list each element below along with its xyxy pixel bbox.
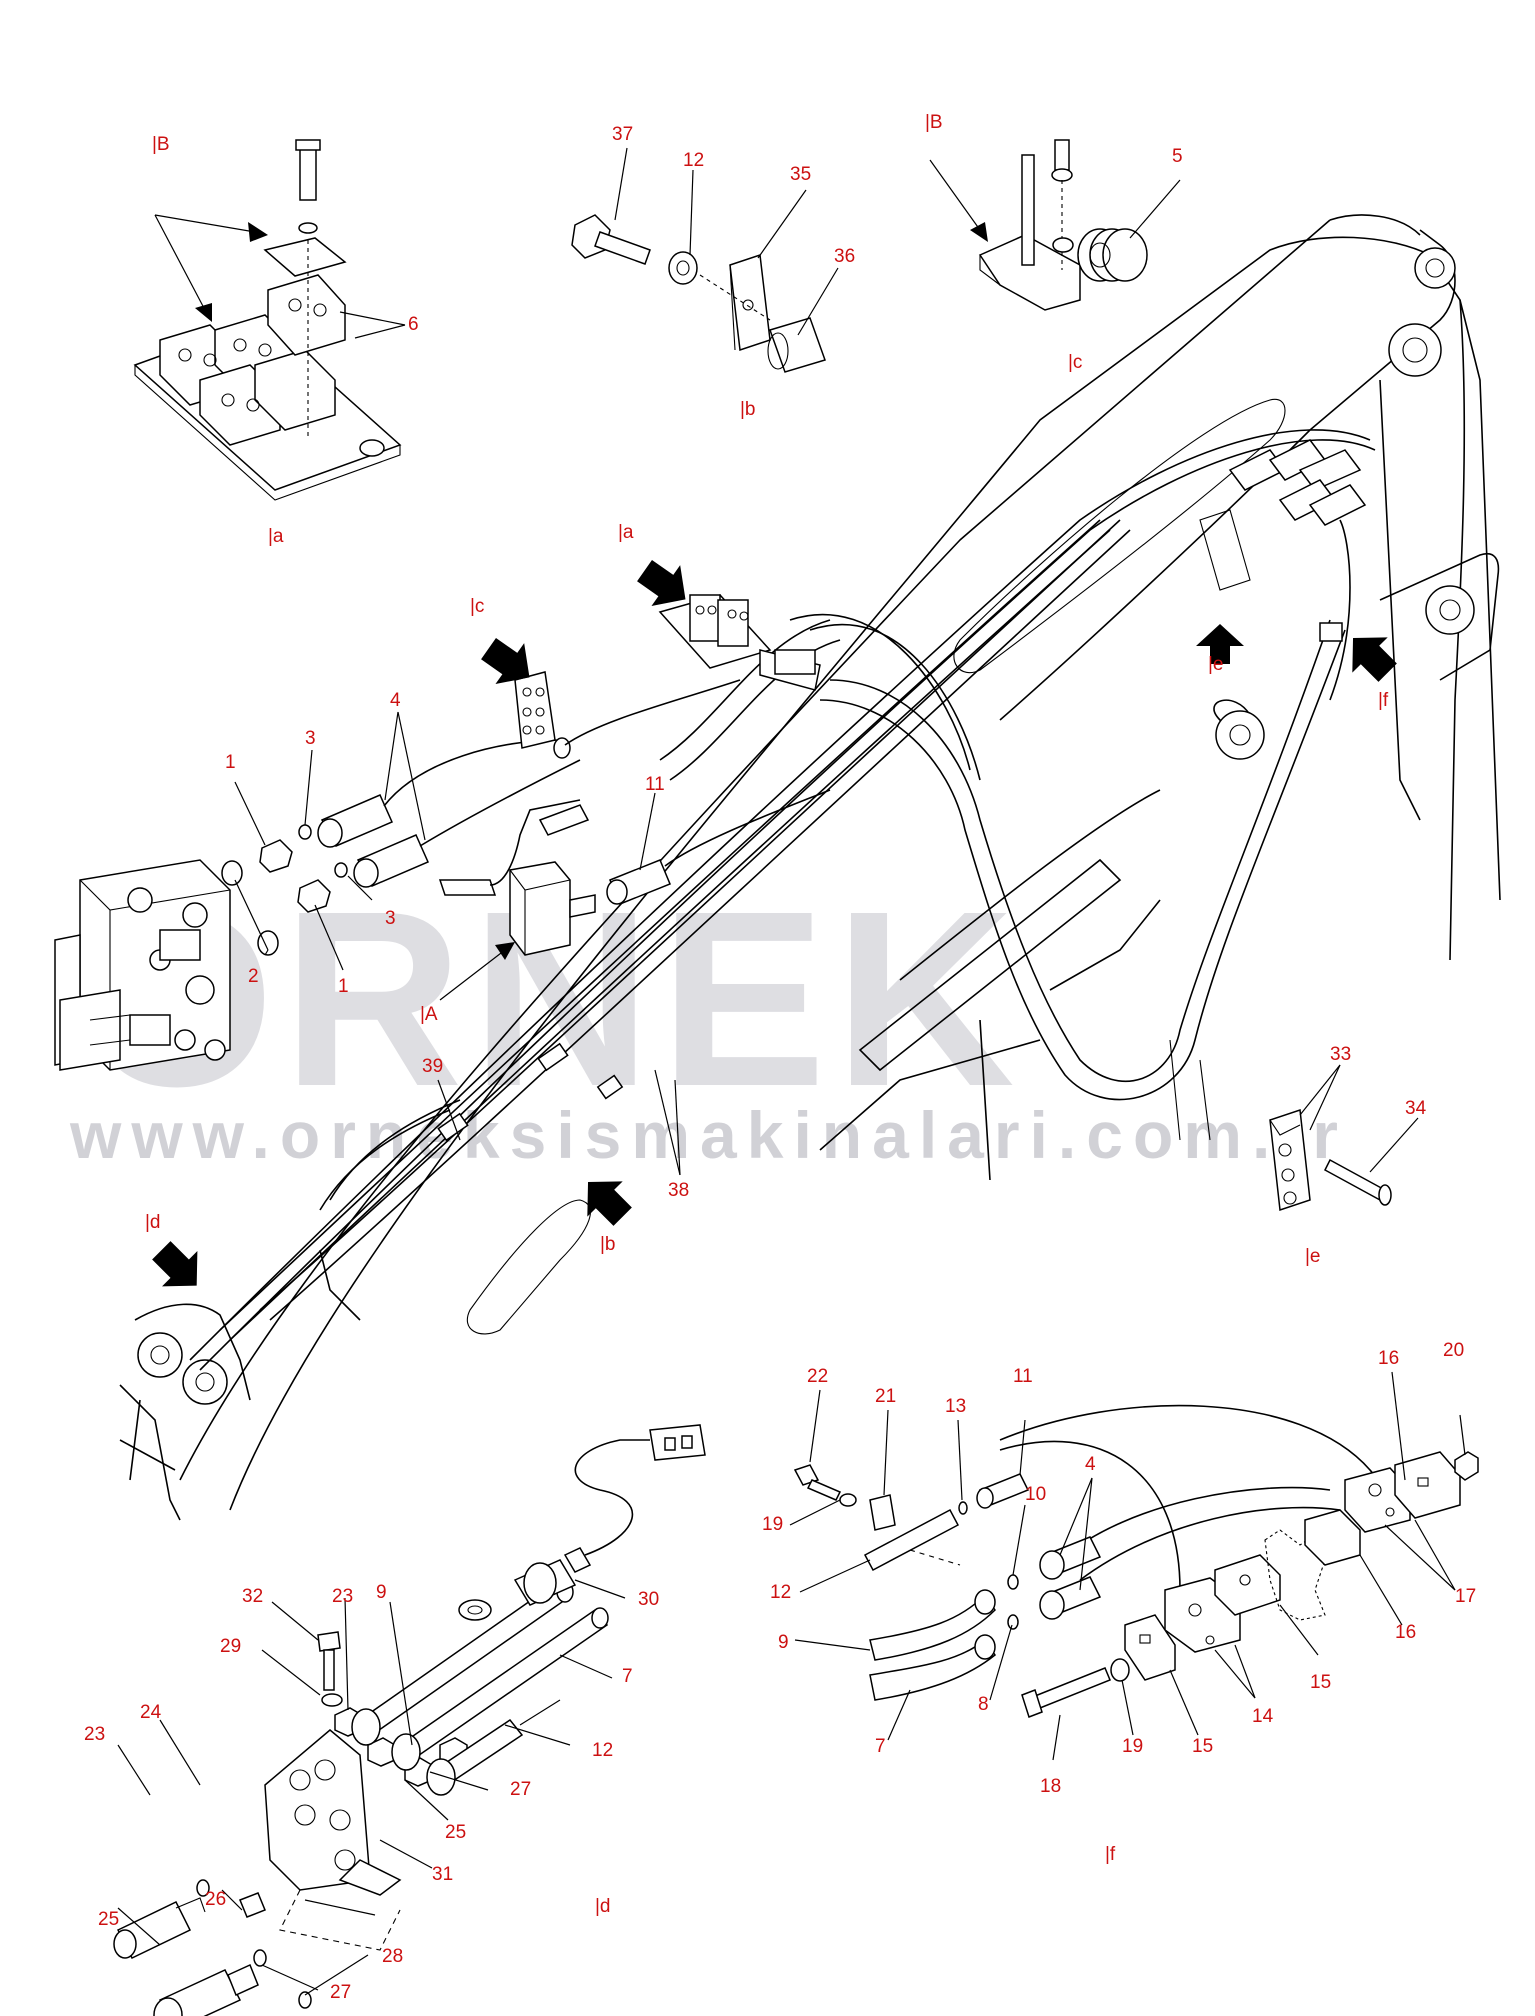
callout-20: 20	[1443, 1340, 1464, 1361]
callout-8: 8	[978, 1694, 989, 1715]
callout-31: 31	[432, 1864, 453, 1885]
callout-12-d: 12	[592, 1740, 613, 1761]
callout-1-top: 1	[225, 752, 236, 773]
clamp-a-main	[658, 594, 821, 691]
clamp-c-main	[514, 671, 741, 759]
ref-b-detail: |b	[740, 399, 756, 420]
callout-39: 39	[422, 1056, 443, 1077]
detail-c	[978, 139, 1148, 311]
callout-9-d: 9	[376, 1582, 387, 1603]
callout-19-bot: 19	[1122, 1736, 1143, 1757]
callout-27-top: 27	[510, 1779, 531, 1800]
callout-18: 18	[1040, 1776, 1061, 1797]
part-callouts: 6 37 12 35 36 5 4 3 1 2 1 3 11 39 38 33 …	[84, 124, 1476, 2003]
callout-3-bot: 3	[385, 908, 396, 929]
callout-34: 34	[1405, 1098, 1427, 1119]
callout-1-bot: 1	[338, 976, 349, 997]
callout-16-bot: 16	[1395, 1622, 1416, 1643]
callout-5: 5	[1172, 146, 1183, 167]
detail-a	[133, 139, 402, 501]
callout-38: 38	[668, 1180, 689, 1201]
callout-28: 28	[382, 1946, 403, 1967]
detail-e	[1269, 1108, 1392, 1212]
callout-23-top: 23	[332, 1586, 353, 1607]
ref-c-main: |c	[470, 596, 484, 617]
ref-a-main: |a	[618, 522, 634, 543]
callout-33: 33	[1330, 1044, 1351, 1065]
ref-a-detail: |a	[268, 526, 284, 547]
ref-B-detail-a: |B	[152, 134, 170, 155]
callout-4-main: 4	[390, 690, 401, 711]
callout-22: 22	[807, 1366, 828, 1387]
callout-7-d: 7	[622, 1666, 633, 1687]
callout-25-bot: 25	[98, 1909, 119, 1930]
ref-e-detail: |e	[1305, 1246, 1321, 1267]
callout-4-f: 4	[1085, 1454, 1096, 1475]
detail-b	[571, 214, 826, 373]
control-valve-block	[54, 859, 231, 1071]
callout-15-top: 15	[1310, 1672, 1331, 1693]
callout-15-bot: 15	[1192, 1736, 1213, 1757]
callout-12-f: 12	[770, 1582, 791, 1603]
callout-14: 14	[1252, 1706, 1274, 1727]
callout-9-f: 9	[778, 1632, 789, 1653]
callout-27-bot: 27	[330, 1982, 351, 2003]
callout-29: 29	[220, 1636, 241, 1657]
callout-35: 35	[790, 164, 811, 185]
callout-19-top: 19	[762, 1514, 783, 1535]
callout-17: 17	[1455, 1586, 1476, 1607]
callout-11-main: 11	[645, 774, 665, 795]
ref-f-detail: |f	[1105, 1844, 1116, 1865]
detail-reference-labels: |B |a |b |B |c |a |c |A |e |f |b |d |e |…	[145, 112, 1389, 1917]
watermark-url: www.orneksismakinalari.com.tr	[69, 1098, 1348, 1172]
callout-16-top: 16	[1378, 1348, 1399, 1369]
callout-7-f: 7	[875, 1736, 886, 1757]
fittings-left	[221, 739, 831, 956]
ref-e-main: |e	[1208, 654, 1224, 675]
ref-A-main: |A	[420, 1004, 438, 1025]
callout-2: 2	[248, 966, 259, 987]
callout-37: 37	[612, 124, 633, 145]
callout-6: 6	[408, 314, 419, 335]
callout-11-f: 11	[1013, 1366, 1033, 1387]
hose-bundle	[189, 429, 1376, 1371]
callout-36: 36	[834, 246, 855, 267]
callout-26: 26	[205, 1889, 226, 1910]
callout-3-top: 3	[305, 728, 316, 749]
callout-25-top: 25	[445, 1822, 466, 1843]
callout-24: 24	[140, 1702, 162, 1723]
callout-32: 32	[242, 1586, 263, 1607]
ref-c-detail: |c	[1068, 352, 1082, 373]
callout-13: 13	[945, 1396, 966, 1417]
ref-B-detail-c: |B	[925, 112, 943, 133]
callout-12-b: 12	[683, 150, 704, 171]
locator-arrows	[152, 159, 1397, 1287]
ref-d-main: |d	[145, 1212, 161, 1233]
callout-23-bot: 23	[84, 1724, 105, 1745]
ref-d-detail: |d	[595, 1896, 611, 1917]
ref-b-main: |b	[600, 1234, 616, 1255]
callout-30: 30	[638, 1589, 659, 1610]
leader-lines	[117, 147, 1466, 1996]
detail-d	[113, 1424, 706, 2016]
ref-f-main: |f	[1378, 690, 1389, 711]
detail-f	[793, 1404, 1479, 1718]
callout-10: 10	[1025, 1484, 1046, 1505]
callout-21: 21	[875, 1386, 896, 1407]
boom-assembly	[119, 214, 1501, 1521]
